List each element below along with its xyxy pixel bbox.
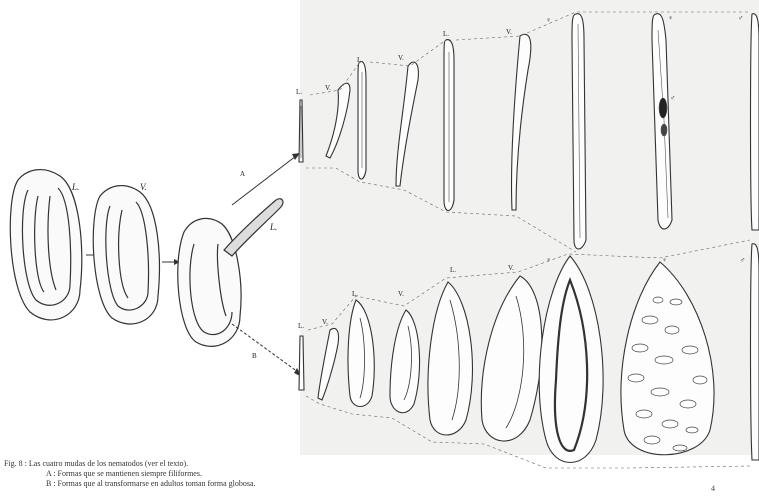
branch-label-b: B <box>252 352 257 360</box>
a-label-6: V. <box>506 28 512 36</box>
a-label-4: V. <box>398 54 404 62</box>
egg-3-label: L. <box>269 222 277 232</box>
caption-figure-number: Fig. 8 : <box>4 459 27 468</box>
a-label-7: ♀ <box>546 16 551 24</box>
b-stage-1 <box>299 336 304 390</box>
a-stage-9 <box>751 14 759 230</box>
egg-2 <box>93 186 159 324</box>
b-stage-9 <box>751 244 759 460</box>
egg-1 <box>10 170 82 320</box>
caption-line-1-text: Las cuatro mudas de los nematodos (ver e… <box>29 459 188 468</box>
branch-arrow-a <box>232 156 296 205</box>
b-label-9: ♂ <box>740 256 745 264</box>
egg-1-label: L. <box>71 182 79 192</box>
caption-line-3: B : Formas que al transformarse en adult… <box>4 479 424 489</box>
b-label-8: ♀ <box>662 256 667 264</box>
branch-label-a: A <box>240 170 245 178</box>
b-label-3: L. <box>352 290 358 298</box>
a-label-1: L. <box>296 88 302 96</box>
b-label-6: V. <box>508 264 514 272</box>
a-label-9: ♂ <box>738 14 743 22</box>
egg-2-label: V. <box>140 182 147 192</box>
b-label-2: V. <box>322 318 328 326</box>
b-label-7: ♀ <box>546 256 551 264</box>
egg-3-hatching <box>178 199 283 347</box>
a-label-5: L. <box>443 30 449 38</box>
page-number: 4 <box>711 484 715 493</box>
side-mark: ♂ <box>670 94 675 102</box>
b-label-4: V. <box>398 290 404 298</box>
caption-line-2: A : Formas que se mantienen siempre fili… <box>4 469 424 479</box>
a-label-2: V. <box>325 84 331 92</box>
caption-line-1: Fig. 8 : Las cuatro mudas de los nematod… <box>4 459 424 469</box>
b-label-5: L. <box>450 266 456 274</box>
a-label-3: L. <box>357 56 363 64</box>
figure-caption: Fig. 8 : Las cuatro mudas de los nematod… <box>4 459 424 489</box>
a-label-8: ♀ <box>668 14 673 22</box>
branch-arrow-b <box>232 324 298 372</box>
b-label-1: L. <box>298 322 304 330</box>
